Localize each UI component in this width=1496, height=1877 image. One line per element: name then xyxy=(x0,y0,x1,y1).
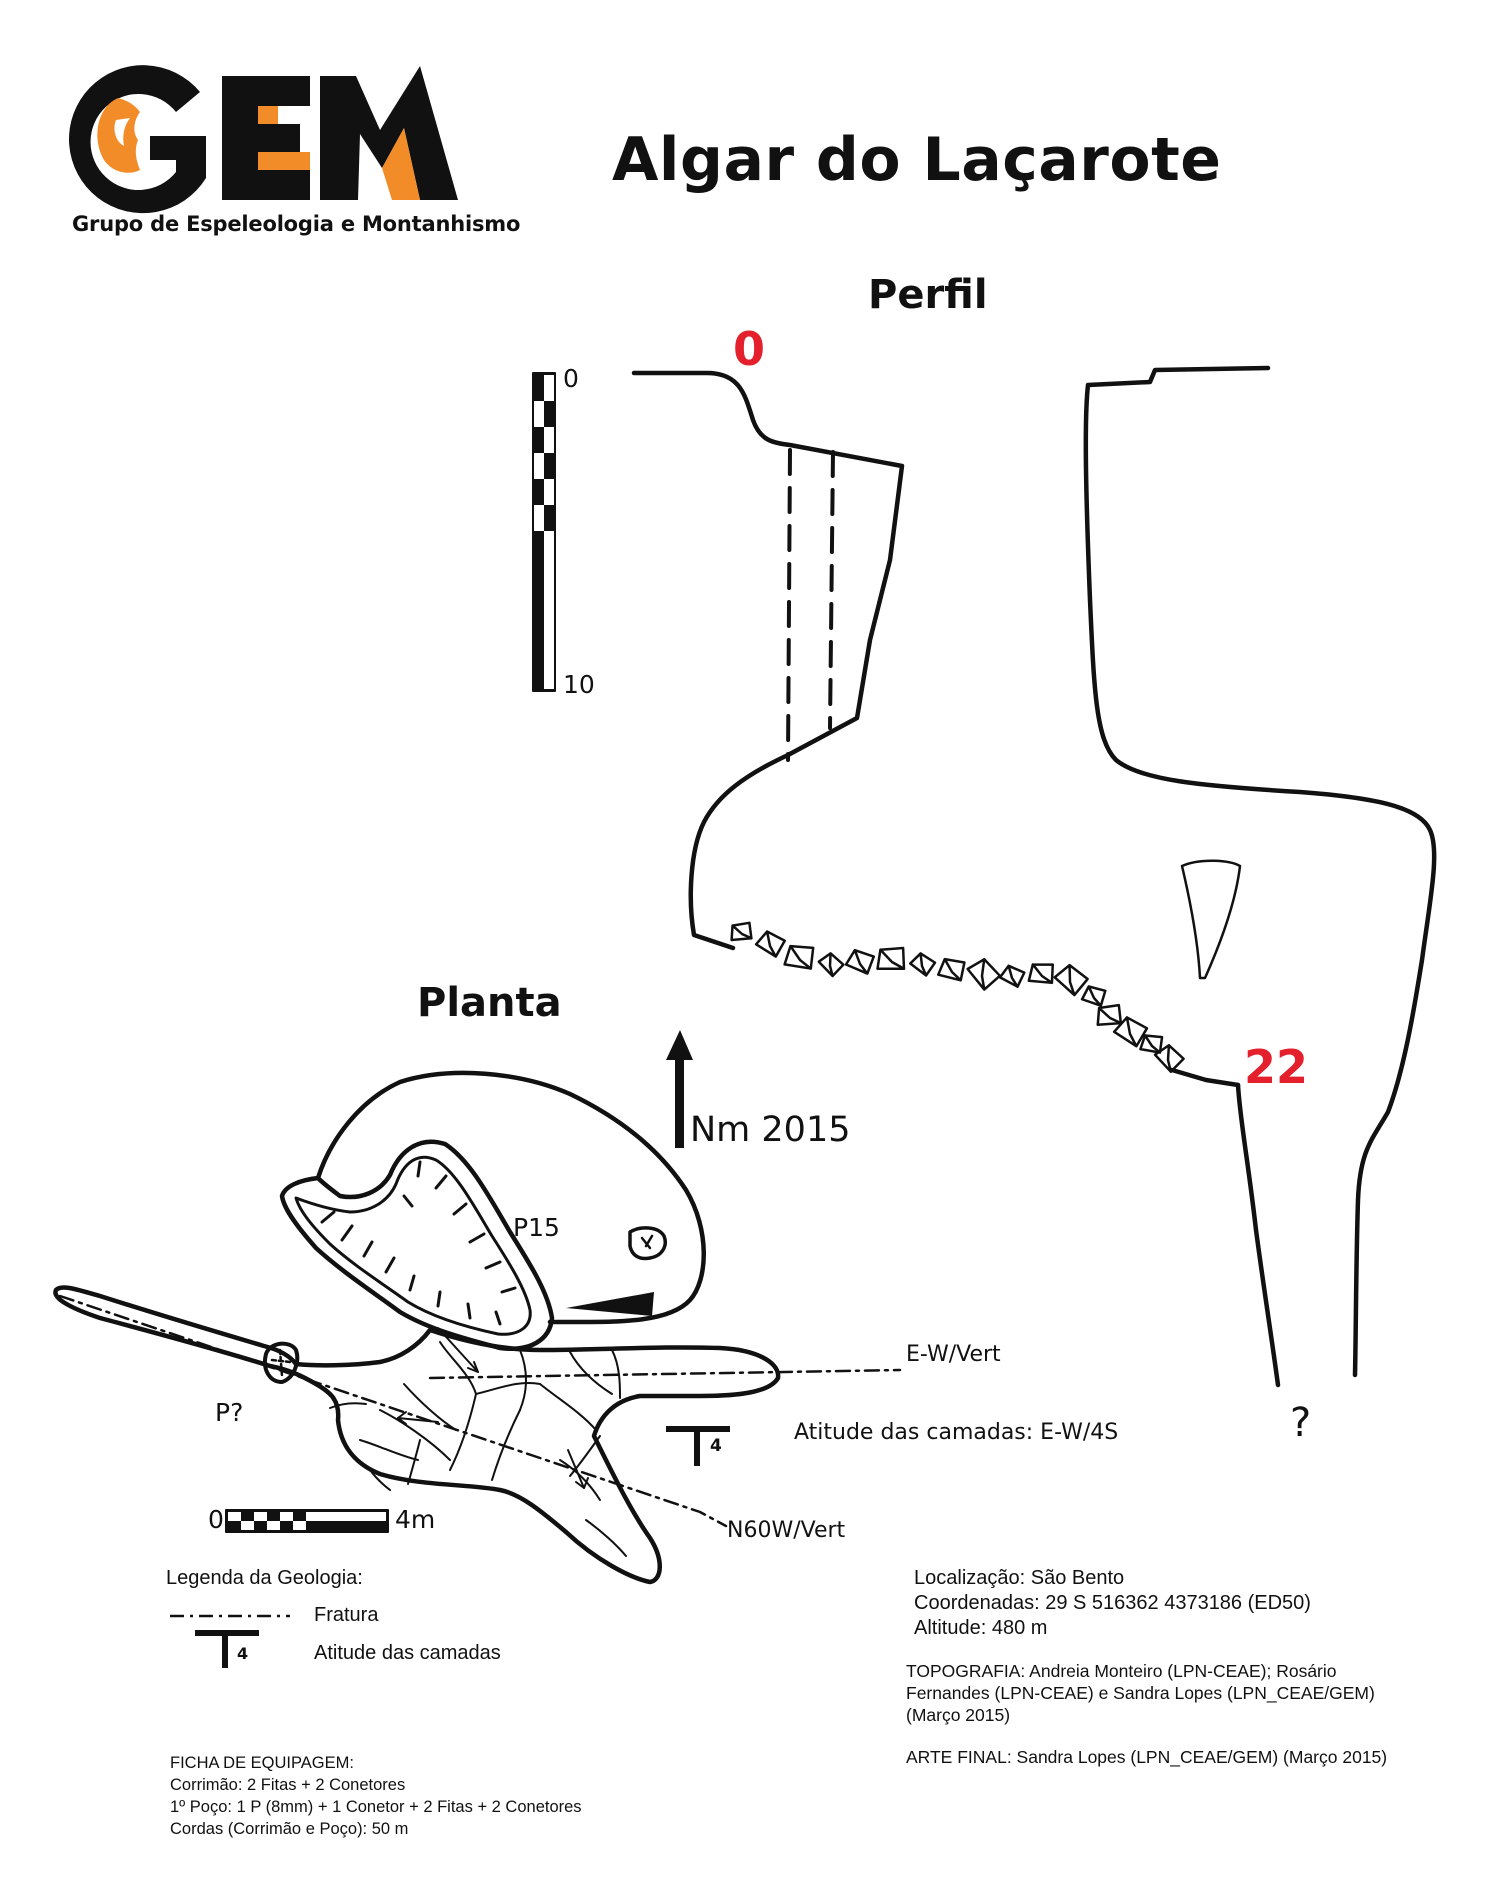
logo-subtitle: Grupo de Espeleologia e Montanhismo xyxy=(72,212,521,236)
breakdown-block xyxy=(1080,985,1107,1007)
profile-passage-left-wall xyxy=(1235,1082,1281,1388)
plan-fracture-n60w-label: N60W/Vert xyxy=(727,1518,846,1543)
profile-pitch-dashed-left xyxy=(786,448,792,762)
plan-scale-start: 0 xyxy=(208,1505,224,1534)
location-place: Localização: São Bento xyxy=(914,1567,1125,1589)
location-block: Localização: São Bento Coordenadas: 29 S… xyxy=(914,1566,1311,1641)
credits-topography-line3: (Março 2015) xyxy=(906,1705,1011,1725)
page-title: Algar do Laçarote xyxy=(612,125,1222,195)
credits-topography-line1: TOPOGRAFIA: Andreia Monteiro (LPN-CEAE);… xyxy=(906,1661,1337,1681)
breakdown-block xyxy=(754,930,786,958)
breakdown-block xyxy=(1153,1044,1185,1073)
credits-topography: TOPOGRAFIA: Andreia Monteiro (LPN-CEAE);… xyxy=(906,1660,1375,1726)
profile-right-wall xyxy=(1083,365,1437,1378)
profile-unknown-continuation: ? xyxy=(1290,1400,1312,1446)
profile-scale-bar xyxy=(532,372,556,692)
profile-depth-top: 0 xyxy=(733,322,766,376)
north-arrow-icon xyxy=(666,1030,693,1148)
plan-scale-end: 4m xyxy=(395,1505,436,1534)
equipment-block: FICHA DE EQUIPAGEM: Corrimão: 2 Fitas + … xyxy=(170,1752,582,1840)
plan-boulder-mark xyxy=(640,1234,654,1250)
plan-chamber-outline xyxy=(315,1070,706,1325)
legend-bedding-value: 4 xyxy=(237,1644,249,1663)
plan-bedding-value: 4 xyxy=(710,1436,722,1456)
equipment-line1: Corrimão: 2 Fitas + 2 Conetores xyxy=(170,1776,406,1794)
plan-shaft-outer xyxy=(279,1139,555,1351)
profile-heading: Perfil xyxy=(868,272,988,318)
breakdown-block xyxy=(1112,1016,1149,1048)
breakdown-block xyxy=(1139,1034,1164,1054)
logo-letter-m xyxy=(320,66,458,200)
plan-shaft-label: P15 xyxy=(513,1213,560,1242)
breakdown-block xyxy=(783,944,815,970)
breakdown-block xyxy=(909,952,937,977)
plan-fracture-n60w xyxy=(58,1294,728,1528)
profile-left-wall xyxy=(631,370,905,951)
breakdown-block xyxy=(998,964,1026,988)
profile-floor-edge xyxy=(1169,1067,1241,1088)
equipment-line3: Cordas (Corrimão e Poço): 50 m xyxy=(170,1820,409,1838)
legend-title: Legenda da Geologia: xyxy=(166,1567,363,1589)
plan-flow-arrows xyxy=(397,1327,589,1489)
breakdown-block xyxy=(966,958,1002,991)
breakdown-block xyxy=(1053,963,1089,997)
plan-heading: Planta xyxy=(417,980,562,1026)
plan-lower-passages xyxy=(53,1285,781,1585)
breakdown-block xyxy=(844,948,875,975)
location-altitude: Altitude: 480 m xyxy=(914,1617,1048,1639)
plan-fracture-ew-label: E-W/Vert xyxy=(906,1342,1001,1367)
equipment-line2: 1º Poço: 1 P (8mm) + 1 Conetor + 2 Fitas… xyxy=(170,1798,582,1816)
breakdown-block xyxy=(1096,1003,1123,1027)
breakdown-block xyxy=(730,921,753,942)
plan-bedding-text: Atitude das camadas: E-W/4S xyxy=(794,1420,1119,1445)
equipment-title: FICHA DE EQUIPAGEM: xyxy=(170,1754,354,1772)
legend-bedding-label: Atitude das camadas xyxy=(314,1642,501,1664)
plan-slope-wedge xyxy=(566,1292,654,1316)
profile-section xyxy=(532,365,1437,1388)
profile-pitch-dashed-right xyxy=(828,450,835,730)
plan-small-boulder xyxy=(628,1226,667,1261)
credits-topography-line2: Fernandes (LPN-CEAE) e Sandra Lopes (LPN… xyxy=(906,1683,1375,1703)
breakdown-block xyxy=(876,946,906,971)
breakdown-block xyxy=(817,952,845,978)
north-arrow-label: Nm 2015 xyxy=(690,1110,851,1150)
credits-art: ARTE FINAL: Sandra Lopes (LPN_CEAE/GEM) … xyxy=(906,1747,1388,1767)
profile-boulder xyxy=(1180,859,1242,980)
plan-possible-shaft xyxy=(263,1341,300,1384)
profile-depth-bottom: 22 xyxy=(1244,1040,1309,1094)
profile-scale-top-label: 0 xyxy=(563,364,579,393)
plan-floor-cracks xyxy=(329,1341,627,1557)
gem-logo xyxy=(68,65,458,214)
profile-scale-bottom-label: 10 xyxy=(563,670,595,699)
plan-fracture-ew xyxy=(428,1368,902,1380)
plan-shaft-inner xyxy=(294,1155,532,1336)
legend-symbols xyxy=(170,1614,290,1668)
legend-fracture-label: Fratura xyxy=(314,1604,379,1626)
breakdown-block xyxy=(1027,963,1055,985)
profile-breakdown-blocks xyxy=(730,921,1185,1073)
logo-letter-e xyxy=(222,76,310,200)
plan-scale-bar xyxy=(225,1509,389,1533)
breakdown-block xyxy=(937,957,966,982)
logo-letter-g xyxy=(68,65,206,214)
plan-possible-shaft-label: P? xyxy=(215,1398,244,1427)
plan-bedding-symbol xyxy=(666,1426,730,1466)
location-coordinates: Coordenadas: 29 S 516362 4373186 (ED50) xyxy=(914,1592,1311,1614)
plan-shaft-hachures xyxy=(320,1160,517,1326)
plan-section xyxy=(53,1030,902,1585)
